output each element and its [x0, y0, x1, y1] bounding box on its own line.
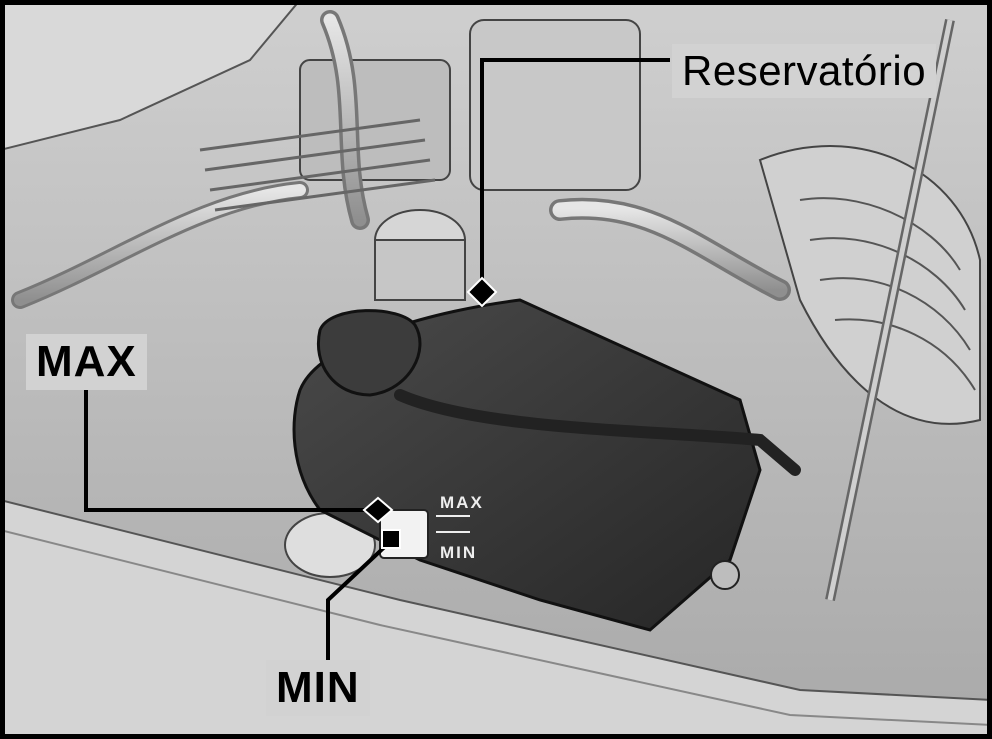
- hose-left-highlight: [14, 184, 306, 306]
- reservoir-pointer: [466, 276, 498, 308]
- front-panel: [0, 498, 992, 739]
- reservoir-label: Reservatório: [672, 44, 937, 98]
- min-level-label: MIN: [266, 660, 370, 716]
- hose-right-highlight: [552, 201, 788, 298]
- cooling-fins: [199, 118, 436, 212]
- hood-edge: [0, 0, 302, 152]
- max-level-label: MAX: [26, 334, 147, 390]
- max-pointer: [362, 496, 394, 524]
- reservoir-leader-line: [480, 58, 670, 292]
- reservoir-cap: [317, 309, 422, 397]
- upper-box-component: [469, 19, 641, 191]
- air-intake-duct: [758, 145, 981, 425]
- max-leader-line: [84, 384, 375, 512]
- support-rod-highlight: [827, 19, 953, 601]
- tank-min-marking: MIN: [440, 543, 477, 562]
- hose-upper-highlight: [323, 13, 367, 227]
- min-pointer: [381, 529, 401, 549]
- front-panel-edge: [0, 529, 992, 726]
- mounting-bolt: [710, 560, 740, 590]
- oil-filler-neck: [374, 239, 466, 301]
- tank-max-marking: MAX: [440, 493, 484, 512]
- engine-block: [299, 59, 451, 181]
- overflow-hose: [394, 389, 801, 476]
- min-leader-line: [326, 538, 394, 660]
